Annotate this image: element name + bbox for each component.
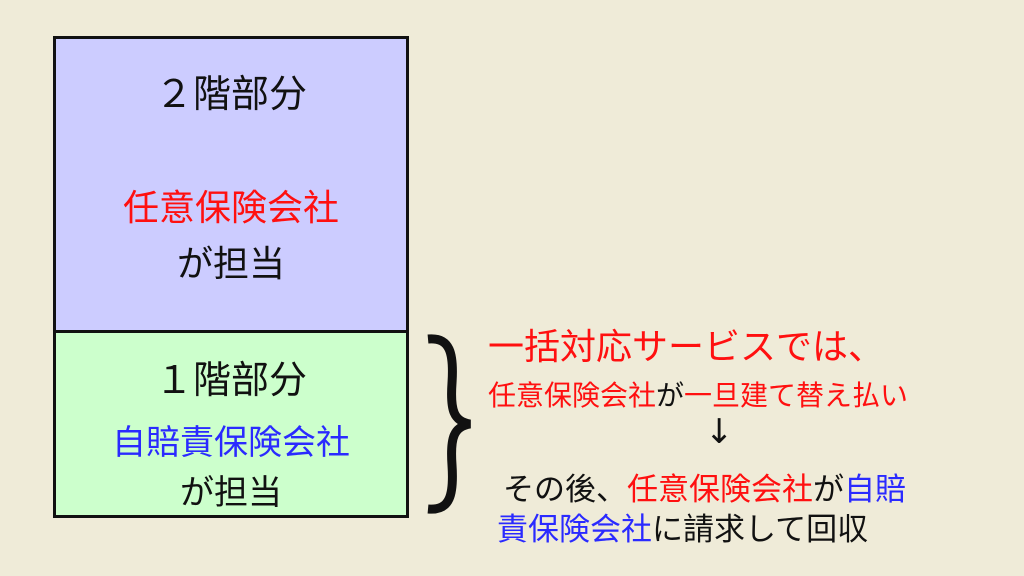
afterwards: その後、 — [503, 472, 627, 508]
advance-payment: 一旦建て替え払い — [684, 379, 909, 412]
upper-layer-title: ２階部分 — [154, 72, 307, 116]
upper-layer-insurer: 任意保険会社 — [122, 188, 339, 229]
curly-brace — [427, 334, 472, 514]
claim-and-recover: に請求して回収 — [652, 512, 869, 548]
particle: が — [813, 472, 844, 508]
upper-layer-suffix: が担当 — [176, 244, 285, 285]
voluntary-insurer: 任意保険会社 — [627, 472, 813, 508]
down-arrow-icon: ↓ — [705, 412, 734, 452]
explanation-line2: 任意保険会社が一旦建て替え払い — [488, 374, 908, 414]
compulsory-insurer-part1: 自賠 — [844, 472, 906, 508]
lower-layer-title: １階部分 — [154, 358, 307, 402]
explanation-line1: 一括対応サービスでは、 — [488, 327, 885, 368]
lower-layer-suffix: が担当 — [180, 473, 282, 513]
lower-layer-insurer: 自賠責保険会社 — [112, 423, 350, 463]
explanation-line3: その後、任意保険会社が自賠 — [503, 464, 906, 509]
compulsory-insurer-part2: 責保険会社 — [497, 512, 652, 548]
explanation-line4: 責保険会社に請求して回収 — [497, 504, 868, 549]
lower-layer-box: １階部分 自賠責保険会社 が担当 — [53, 330, 409, 518]
voluntary-insurer: 任意保険会社 — [488, 379, 657, 412]
particle: が — [656, 379, 685, 412]
upper-layer-box: ２階部分 任意保険会社 が担当 — [53, 36, 409, 333]
